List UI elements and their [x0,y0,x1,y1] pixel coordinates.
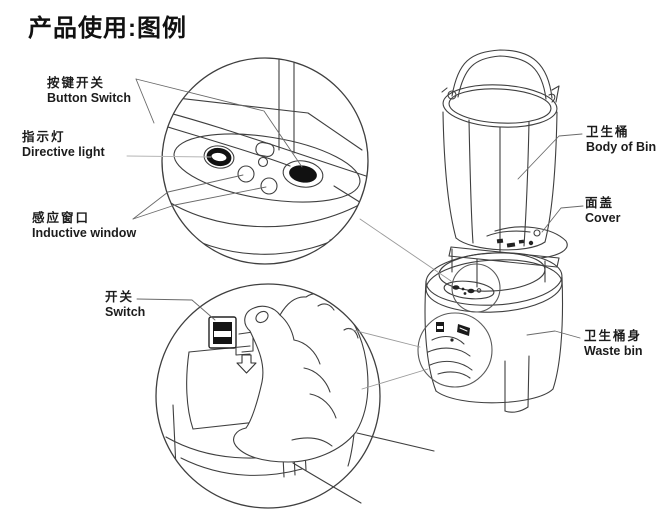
directive-light-graphic [203,145,235,169]
button-switch-graphic [282,160,324,188]
leader-switch [136,298,216,321]
label-body-of-bin-zh: 卫生桶 [586,125,630,139]
control-panel-detail [173,133,361,203]
label-cover-en: Cover [585,210,621,225]
inductive-window-graphic [237,165,278,195]
bucket-handle [447,49,556,103]
bin-walls [424,276,564,404]
top-detail-callout [161,57,369,265]
label-button-switch: 按键开关 Button Switch [47,76,131,105]
label-body-of-bin-en: Body of Bin [586,139,657,154]
label-directive-light-zh: 指示灯 [22,130,66,144]
leader-body-of-bin [517,133,583,180]
label-button-switch-en: Button Switch [47,90,132,105]
leader-waste-bin [526,330,581,339]
bucket-rim [441,84,560,128]
label-body-of-bin: 卫生桶 Body of Bin [586,125,656,154]
label-inductive-window-en: Inductive window [32,225,137,240]
leader-cover [541,205,584,233]
label-cover-zh: 面盖 [585,196,615,210]
label-waste-bin-zh: 卫生桶身 [584,329,643,343]
down-arrow-icon [236,354,257,374]
label-switch-zh: 开关 [105,290,135,304]
fingernail [255,310,269,324]
indicator-dot [257,156,269,168]
bottom-detail-callout [155,283,435,509]
bin-rim [425,252,563,313]
label-switch-en: Switch [105,304,146,319]
panel-magnifier-circle [451,263,501,313]
page-title: 产品使用:图例 [28,15,187,42]
label-inductive-window: 感应窗口 Inductive window [32,211,136,240]
label-switch: 开关 Switch [105,290,145,319]
label-waste-bin: 卫生桶身 Waste bin [584,329,643,358]
leader-magnifier-bottom [348,328,429,390]
hand-illustration [233,292,369,463]
leader-directive-light [126,155,212,158]
leader-magnifier-top [359,218,452,282]
battery-door-seams [504,355,530,413]
cover-graphic [486,226,568,259]
arm-lines [292,432,435,504]
label-directive-light-en: Directive light [22,144,105,159]
bin-inner-well [448,246,560,288]
label-waste-bin-en: Waste bin [584,343,643,358]
hand-magnifier-mini [417,312,493,388]
leader-inductive-window [132,174,267,220]
control-panel-on-bin [443,280,495,300]
label-button-switch-zh: 按键开关 [47,76,106,90]
label-inductive-window-zh: 感应窗口 [32,211,91,225]
label-directive-light: 指示灯 Directive light [22,130,105,159]
power-switch-graphic [208,316,254,356]
leader-button-switch [135,78,303,168]
waste-bin-graphic [417,246,564,413]
label-cover: 面盖 Cover [585,196,620,225]
inner-bucket-graphic [441,49,560,253]
